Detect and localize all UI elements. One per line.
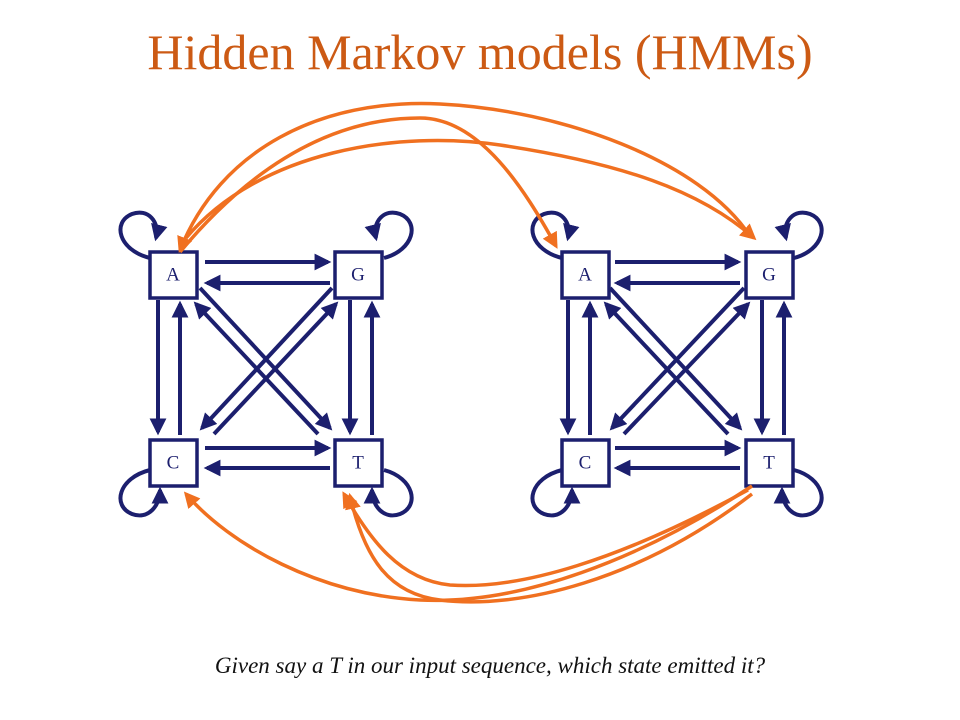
right-hmm: A G C T [530, 210, 824, 518]
right-state-g-label: G [762, 264, 776, 285]
left-state-a: A [148, 250, 199, 300]
right-t-to-left-t-edge-outer [345, 492, 754, 604]
left-state-a-label: A [166, 264, 180, 285]
right-c-to-g-edge [622, 301, 751, 436]
right-state-t: T [744, 438, 795, 488]
left-a-self-loop [118, 210, 168, 260]
left-c-self-loop [118, 468, 169, 518]
right-g-self-loop [774, 210, 824, 260]
slide-caption: Given say a T in our input sequence, whi… [214, 653, 766, 678]
right-state-c: C [560, 438, 611, 488]
right-t-self-loop [773, 468, 824, 518]
right-state-a: A [560, 250, 611, 300]
right-state-g: G [744, 250, 795, 300]
left-state-g: G [333, 250, 384, 300]
left-g-to-c-edge [199, 286, 334, 431]
right-c-self-loop [530, 468, 581, 518]
right-g-to-c-edge [609, 286, 746, 431]
right-state-c-label: C [579, 452, 592, 473]
left-g-self-loop [364, 210, 414, 260]
cross-model-edges [177, 101, 757, 604]
left-state-c: C [148, 438, 199, 488]
left-state-g-label: G [351, 264, 365, 285]
left-t-self-loop [363, 468, 414, 518]
right-state-a-label: A [578, 264, 592, 285]
right-t-to-left-c-edge [183, 484, 753, 603]
left-a-to-right-g-edge [184, 138, 757, 241]
left-state-t: T [333, 438, 384, 488]
left-a-to-right-a-edge [178, 116, 558, 254]
left-c-to-g-edge [212, 301, 339, 436]
right-t-to-left-t-edge-inner [342, 488, 749, 588]
slide-title: Hidden Markov models (HMMs) [147, 24, 813, 80]
right-a-to-t-edge [608, 286, 743, 431]
left-state-c-label: C [167, 452, 180, 473]
left-hmm: A G C T [118, 210, 414, 518]
right-a-self-loop [530, 210, 580, 260]
right-g-to-left-a-edge [177, 101, 752, 253]
right-state-t-label: T [763, 452, 775, 473]
left-state-t-label: T [352, 452, 364, 473]
